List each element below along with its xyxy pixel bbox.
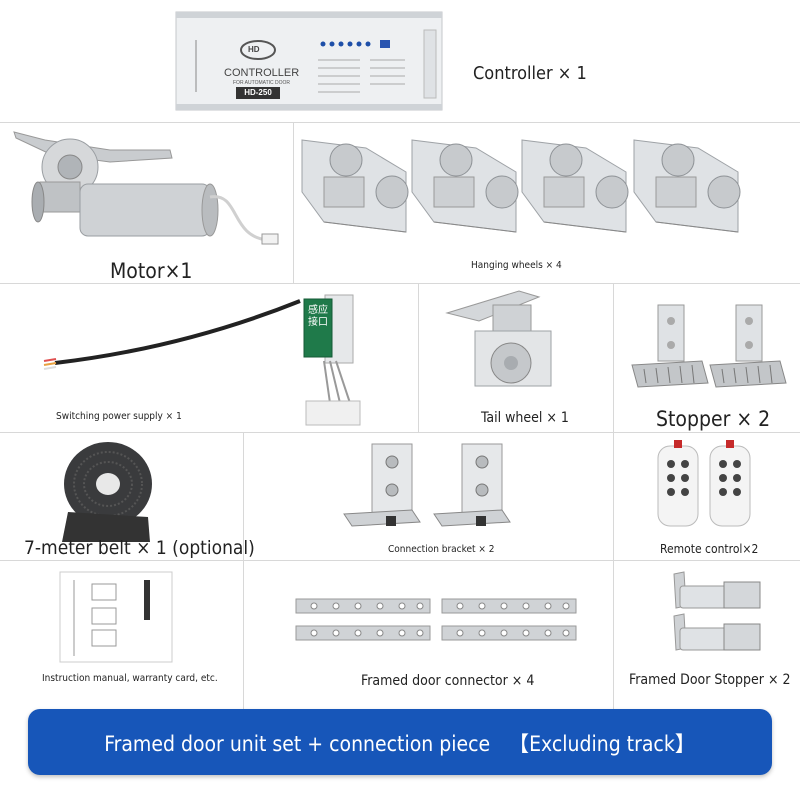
summary-banner: Framed door unit set + connection piece 【… (28, 709, 772, 775)
framed-connector-label: Framed door connector × 4 (361, 673, 535, 689)
controller-model: HD-250 (236, 87, 280, 99)
power-supply-label: Switching power supply × 1 (56, 411, 182, 422)
motor-label: Motor×1 (110, 259, 193, 283)
remote-control-cell: Remote control×2 (614, 432, 800, 560)
grid-line (293, 122, 294, 283)
summary-banner-text: Framed door unit set + connection piece 【… (28, 728, 772, 758)
controller-brand: CONTROLLER (224, 67, 300, 79)
belt-cell: 7-meter belt × 1 (optional) (0, 432, 255, 560)
tail-wheel-cell: Tail wheel × 1 (419, 283, 613, 432)
hanging-wheels-image (301, 139, 741, 233)
power-supply-board-text: 感应接口 (308, 305, 328, 328)
tail-wheel-image (445, 290, 552, 387)
stopper-cell: Stopper × 2 (614, 283, 800, 432)
banner-note-text: 【Excluding track】 (508, 732, 696, 756)
controller-logo: HD (248, 45, 260, 54)
connection-bracket-label: Connection bracket × 2 (388, 544, 495, 555)
motor-cell: Motor×1 (0, 122, 293, 283)
stopper-image (631, 304, 787, 388)
framed-connector-image (295, 598, 577, 641)
connection-bracket-image (343, 443, 511, 527)
connection-bracket-cell: Connection bracket × 2 (244, 432, 613, 560)
grid-line (613, 283, 614, 709)
power-supply-cell: 感应接口 Switching power supply × 1 (0, 283, 418, 432)
controller-sub: FOR AUTOMATIC DOOR (233, 80, 291, 86)
framed-stopper-cell: Framed Door Stopper × 2 (614, 560, 800, 709)
grid-line (0, 560, 800, 561)
manual-image (59, 571, 173, 663)
grid-line (418, 283, 419, 432)
banner-main-text: Framed door unit set + connection piece (104, 732, 491, 756)
grid-line (0, 122, 800, 123)
grid-line (0, 432, 800, 433)
hanging-wheels-label: Hanging wheels × 4 (471, 260, 562, 271)
controller-cell: HD CONTROLLER FOR AUTOMATIC DOOR HD-250 … (0, 0, 800, 122)
manual-cell: Instruction manual, warranty card, etc. (0, 560, 243, 709)
stopper-label: Stopper × 2 (656, 407, 771, 431)
grid-line (243, 432, 244, 709)
hanging-wheels-cell: Hanging wheels × 4 (294, 122, 800, 283)
tail-wheel-label: Tail wheel × 1 (481, 410, 569, 426)
belt-label: 7-meter belt × 1 (optional) (24, 537, 255, 559)
framed-stopper-image (673, 571, 761, 651)
manual-label: Instruction manual, warranty card, etc. (42, 673, 218, 684)
controller-image (175, 11, 443, 111)
motor-image (13, 131, 279, 245)
grid-line (0, 283, 800, 284)
framed-connector-cell: Framed door connector × 4 (244, 560, 613, 709)
remote-control-label: Remote control×2 (660, 542, 759, 556)
belt-image (62, 442, 152, 542)
framed-stopper-label: Framed Door Stopper × 2 (629, 672, 791, 688)
controller-label: Controller × 1 (473, 63, 587, 84)
power-supply-image (43, 294, 361, 426)
remote-control-image (657, 439, 751, 527)
